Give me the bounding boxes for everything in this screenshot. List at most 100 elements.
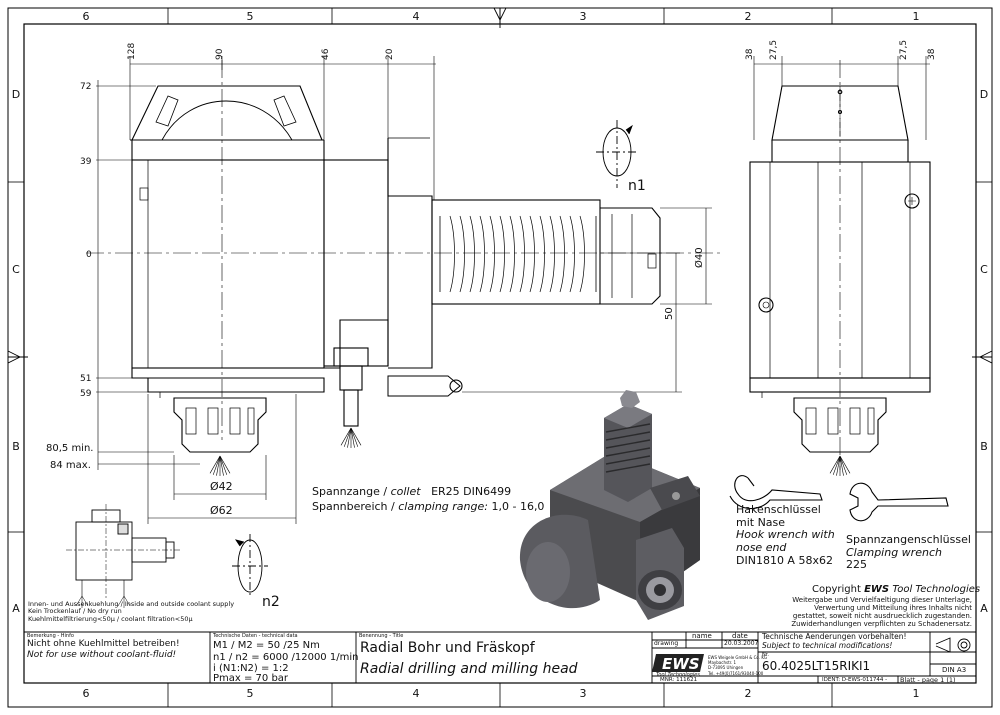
dim-38-left: 38 xyxy=(745,48,755,60)
dimension-lines xyxy=(96,56,712,524)
dim-stickout-min: 80,5 min. xyxy=(46,443,93,454)
front-dimension-labels: 38 27,5 27,5 38 xyxy=(745,40,937,60)
dim-dia42: Ø42 xyxy=(210,480,233,493)
zone-col-1-bottom: 1 xyxy=(913,687,920,700)
ews-logo: EWS xyxy=(652,654,704,673)
tech-data-label: Technische Daten - technical data xyxy=(213,633,298,639)
copyright-line-3: Verwertung und Mitteilung ihres Inhalts … xyxy=(814,604,972,613)
remark-label: Bemerkung - Hinfo xyxy=(27,633,74,639)
zone-row-a-right: A xyxy=(980,602,988,615)
title-label: Benennung - Title xyxy=(359,633,404,639)
dim-38-right: 38 xyxy=(927,48,937,60)
front-view xyxy=(749,60,931,470)
clamping-wrench-de: Spannzangenschlüssel xyxy=(846,533,971,546)
copyright-suffix: Tool Technologies xyxy=(892,584,981,595)
side-view-shank xyxy=(431,199,601,305)
collet-label-de: Spannzange / xyxy=(312,485,388,498)
dim-46: 46 xyxy=(321,48,331,60)
dim-72: 72 xyxy=(80,82,91,92)
zone-col-3: 3 xyxy=(580,10,587,23)
dimension-labels: 128 90 46 20 72 39 0 51 59 80,5 min. 84 … xyxy=(46,43,705,517)
clamping-range-label-de: Spannbereich / xyxy=(312,500,395,513)
copyright-line-4: gestattet, soweit nicht ausdruecklich zu… xyxy=(792,612,972,621)
dim-27-5-left: 27,5 xyxy=(769,40,779,60)
zone-col-4-bottom: 4 xyxy=(413,687,420,700)
side-view-housing xyxy=(323,159,389,367)
coolant-notes: Innen- und Aussenkuehlung / Inside and o… xyxy=(28,600,235,623)
clamping-wrench-en: Clamping wrench xyxy=(846,545,942,559)
hook-wrench-de-2: mit Nase xyxy=(736,515,786,529)
zone-col-6-bottom: 6 xyxy=(83,687,90,700)
isometric-render xyxy=(519,390,700,620)
hook-wrench-de-1: Hakenschlüssel xyxy=(736,503,821,516)
copyright-line-2: Weitergabe und Vervielfaeltigung dieser … xyxy=(792,596,972,604)
hook-wrench-spec: DIN1810 A 58x62 xyxy=(736,553,833,567)
side-view-body xyxy=(131,159,325,369)
dim-20: 20 xyxy=(385,48,395,60)
sheet-number: Blatt - page 1 (1) xyxy=(900,676,956,684)
nr-label: Nr. xyxy=(762,652,769,658)
zone-col-2: 2 xyxy=(745,10,752,23)
collet-label-en: collet xyxy=(390,485,421,498)
zone-col-2-bottom: 2 xyxy=(745,687,752,700)
tech-torque: M1 / M2 = 50 /25 Nm xyxy=(213,640,320,651)
dim-90: 90 xyxy=(215,48,225,60)
logo-text: EWS xyxy=(662,655,700,673)
hook-wrench-en-1: Hook wrench with xyxy=(736,528,835,542)
dim-51: 51 xyxy=(80,374,91,384)
side-view-collet-nut xyxy=(173,397,267,453)
centering-marks xyxy=(7,7,993,364)
company-line-1: EWS Weigele GmbH & Co. KG xyxy=(708,655,768,660)
zone-row-d-right: D xyxy=(980,88,988,101)
rotation-symbol-n2 xyxy=(232,534,268,598)
part-number: 60.4025LT15RIKI1 xyxy=(762,659,871,673)
zone-row-b-right: B xyxy=(980,440,988,453)
rotation-symbol-n1 xyxy=(596,120,638,188)
zone-col-5: 5 xyxy=(247,10,254,23)
tech-speed: n1 / n2 = 6000 /12000 1/min xyxy=(213,652,359,663)
copyright-prefix: Copyright xyxy=(812,584,861,595)
tech-ratio: i (N1:N2) = 1:2 xyxy=(213,663,289,674)
copyright-line-5: Zuwiderhandlungen verpflichten zu Schade… xyxy=(791,620,972,629)
dim-59: 59 xyxy=(80,389,92,399)
front-dimension-lines xyxy=(753,56,930,140)
zone-row-a: A xyxy=(12,602,20,615)
company-line-2: Maybachstr. 1 xyxy=(708,660,737,666)
col-date: date xyxy=(732,632,748,640)
zone-row-c-right: C xyxy=(980,263,988,276)
copyright-heading: Copyright EWS Tool Technologies xyxy=(812,584,980,596)
collet-spec: ER25 DIN6499 xyxy=(431,485,512,498)
dim-offset50: 50 xyxy=(664,307,675,320)
dim-128: 128 xyxy=(127,43,137,60)
remark-de: Nicht ohne Kuehlmittel betreiben! xyxy=(27,639,180,649)
coolant-note-1: Innen- und Aussenkuehlung / Inside and o… xyxy=(28,600,235,608)
remark-en: Not for use without coolant-fluid! xyxy=(27,650,177,660)
zone-col-1: 1 xyxy=(913,10,920,23)
change-note-en: Subject to technical modifications! xyxy=(762,641,893,650)
title-block-grid xyxy=(24,631,976,683)
dim-dia40: Ø40 xyxy=(693,247,705,268)
dim-stickout-max: 84 max. xyxy=(50,460,91,471)
side-view-flange xyxy=(147,377,325,393)
zone-labels: 6 5 4 3 2 1 6 5 4 3 2 1 D C B A D C B A xyxy=(12,10,988,700)
rotation-label-n1: n1 xyxy=(628,178,646,194)
zone-row-c: C xyxy=(12,263,20,276)
zone-row-b: B xyxy=(12,440,20,453)
clamping-wrench-sketch xyxy=(849,482,949,522)
hook-wrench-text: Hakenschlüssel mit Nase Hook wrench with… xyxy=(736,503,835,567)
coolant-note-3: Kuehlmittelfiltrierung<50µ / coolant fil… xyxy=(28,614,193,623)
ident-number: IDENT: D-EWS-011744 - xyxy=(822,677,888,683)
coolant-note-2: Kein Trockenlauf / No dry run xyxy=(28,607,122,616)
copyright-brand: EWS xyxy=(864,584,890,595)
clamping-wrench-spec: 225 xyxy=(846,558,867,572)
logo-sub: Tool Technologies xyxy=(656,672,700,678)
zone-row-d: D xyxy=(12,88,20,101)
col-name: name xyxy=(692,632,712,640)
collet-line-2: Spannbereich / clamping range: 1,0 - 16,… xyxy=(312,500,544,514)
projection-symbol xyxy=(935,637,971,653)
change-note-de: Technische Aenderungen vorbehalten! xyxy=(762,632,907,641)
coolant-spray xyxy=(209,427,851,476)
hook-wrench-sketch xyxy=(729,475,823,510)
clamping-wrench-text: Spannzangenschlüssel Clamping wrench 225 xyxy=(846,533,971,572)
